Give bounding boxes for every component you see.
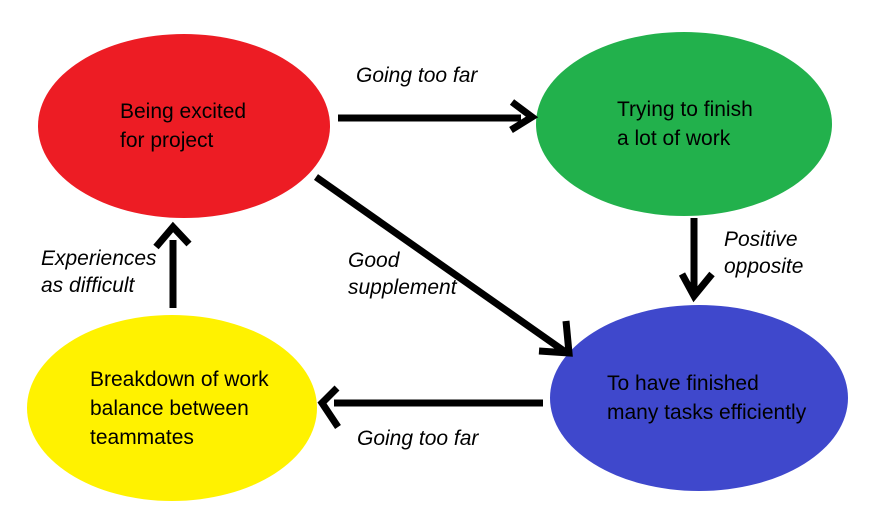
node-ellipse-trying-to-finish	[536, 32, 832, 216]
node-label-line: for project	[120, 129, 214, 152]
node-label-line: balance between	[90, 397, 249, 420]
node-label-line: Breakdown of work	[90, 368, 269, 391]
arrow-down-icon-trying-to-finished	[678, 218, 715, 303]
arrow-diagonal-icon-excited-to-finished	[313, 174, 573, 357]
arrow-up-icon-breakdown-to-excited	[153, 221, 192, 308]
node-label-line: teammates	[90, 426, 194, 449]
node-label-line: Trying to finish	[617, 98, 753, 121]
edge-label-positive-opposite: Positive opposite	[724, 226, 803, 280]
edge-label-good-supplement: Good supplement	[348, 247, 457, 301]
node-label-trying-to-finish: Trying to finish a lot of work	[617, 95, 753, 153]
edge-label-line: Positive	[724, 228, 798, 251]
node-ellipse-breakdown-of-work	[27, 315, 317, 501]
edge-label-experiences-as-difficult: Experiences as difficult	[41, 245, 157, 299]
arrow-left-icon-finished-to-breakdown	[317, 385, 543, 429]
node-label-line: Being excited	[120, 100, 247, 123]
edge-label-going-too-far-bottom: Going too far	[357, 427, 479, 450]
edge-label-line: Good	[348, 249, 400, 272]
edge-label-going-too-far-top: Going too far	[356, 64, 478, 87]
node-label-line: many tasks efficiently	[607, 401, 807, 424]
node-label-line: To have finished	[607, 372, 759, 395]
node-ellipse-finished-many-tasks	[550, 305, 848, 491]
node-label-finished-many-tasks: To have finished many tasks efficiently	[607, 369, 806, 427]
node-label-breakdown-of-work: Breakdown of work balance between teamma…	[90, 365, 269, 452]
edge-label-line: as difficult	[41, 274, 135, 297]
edge-label-line: opposite	[724, 255, 804, 278]
edge-label-line: supplement	[348, 276, 457, 299]
node-label-line: a lot of work	[617, 127, 731, 150]
node-label-being-excited: Being excited for project	[120, 97, 246, 155]
node-ellipse-being-excited	[38, 34, 330, 218]
edge-label-line: Experiences	[41, 247, 157, 270]
arrow-right-icon-excited-to-trying	[338, 99, 539, 133]
